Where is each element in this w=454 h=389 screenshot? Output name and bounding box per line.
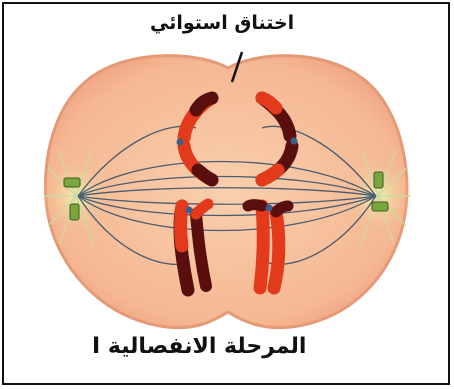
anaphase-title-label: المرحلة الانفصالية I: [92, 334, 306, 359]
equatorial-furrow-label: اختناق استوائي: [150, 12, 294, 34]
